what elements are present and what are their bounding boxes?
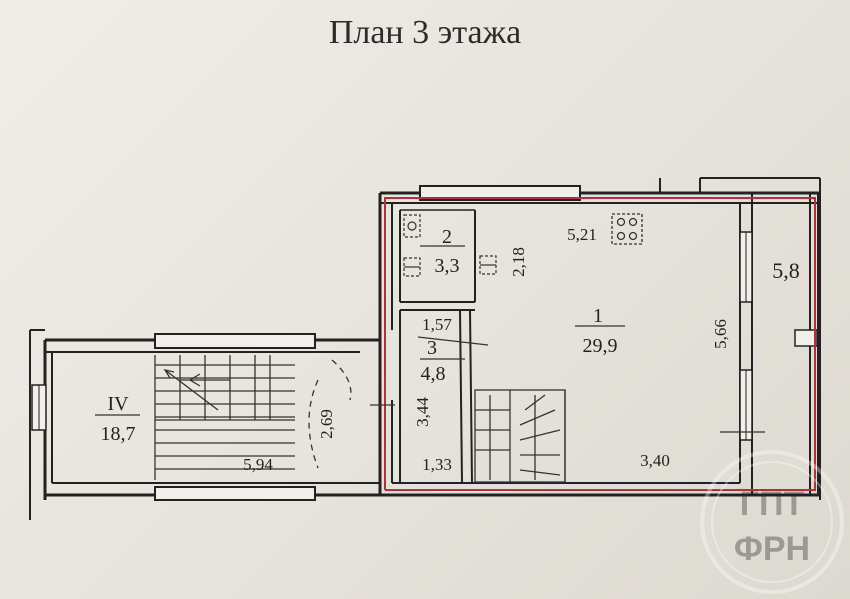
room3-number: 3 xyxy=(427,337,437,359)
room1-width-label: 5,21 xyxy=(567,225,597,244)
door-arc xyxy=(308,359,352,469)
room3-depth-label: 3,44 xyxy=(413,397,432,427)
apartment-boundary xyxy=(384,197,816,491)
room3-bottom-label: 1,33 xyxy=(422,455,452,474)
stair-depth-label: 2,69 xyxy=(317,409,336,439)
stove-icon xyxy=(611,213,643,245)
room-iv-area: 18,7 xyxy=(101,423,136,445)
room1-number: 1 xyxy=(593,305,603,327)
room2-fixtures xyxy=(403,214,497,277)
watermark-stamp: ГПТ ФРН xyxy=(700,450,844,594)
staircase-room1 xyxy=(474,389,566,483)
room3-width-label: 1,57 xyxy=(422,315,452,334)
svg-text:ГПТ: ГПТ xyxy=(740,485,805,523)
staircase-left xyxy=(154,355,295,480)
page-title: План 3 этажа xyxy=(328,14,522,51)
walls xyxy=(29,177,821,520)
room2-area: 3,3 xyxy=(435,255,460,277)
room1-area: 29,9 xyxy=(583,335,618,357)
room1-depth-label: 5,66 xyxy=(711,319,730,349)
room2-depth-label: 2,18 xyxy=(509,247,528,277)
svg-text:ФРН: ФРН xyxy=(734,530,810,568)
stair-length-label: 5,94 xyxy=(243,455,273,474)
room1-bottom-label: 3,40 xyxy=(640,451,670,470)
balcony-length-label: 5,8 xyxy=(772,258,800,283)
room2-number: 2 xyxy=(442,226,452,248)
room-iv-number: IV xyxy=(107,393,129,415)
room3-area: 4,8 xyxy=(421,363,446,385)
dimension-lines xyxy=(95,245,765,433)
